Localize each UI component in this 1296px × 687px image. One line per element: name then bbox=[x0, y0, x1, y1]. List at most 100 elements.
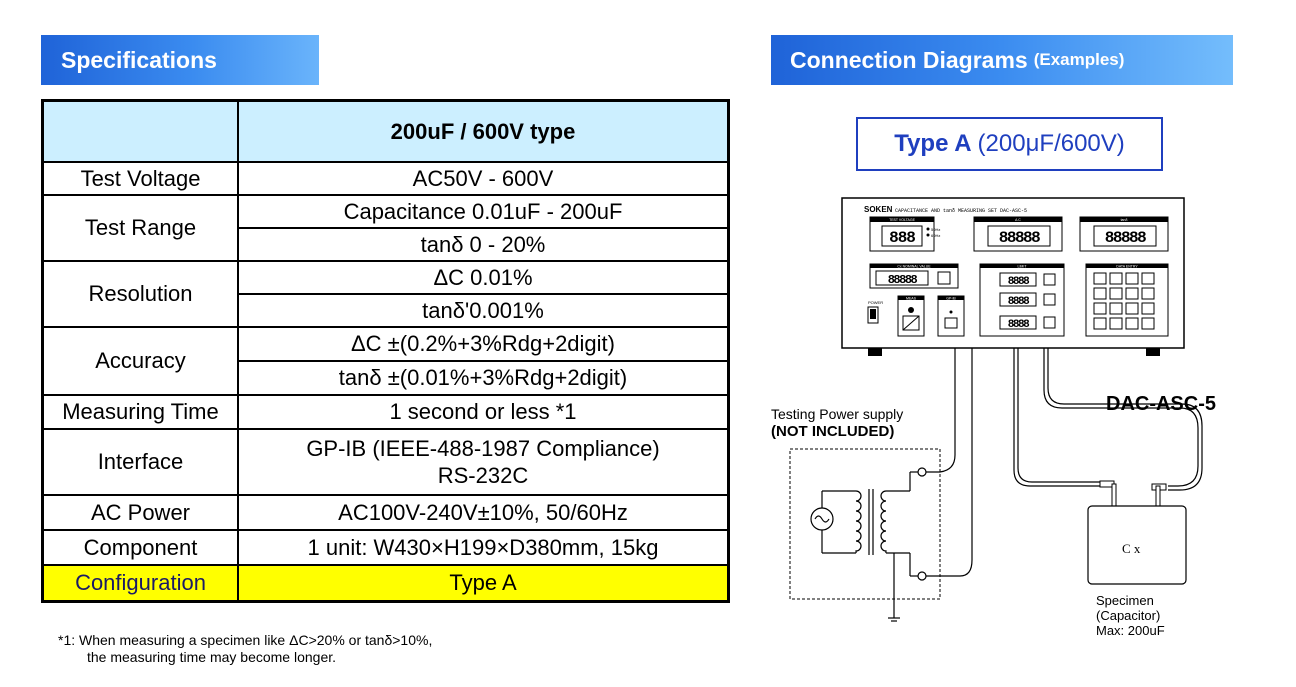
power-label: POWER bbox=[868, 300, 883, 305]
table-row: Component 1 unit: W430×H199×D380mm, 15kg bbox=[41, 529, 730, 566]
interface-rs232c: RS-232C bbox=[437, 463, 529, 488]
specimen-line-3: Max: 200uF bbox=[1096, 623, 1165, 638]
power-switch[interactable] bbox=[867, 306, 879, 324]
power-supply-line-2: (NOT INCLUDED) bbox=[771, 423, 895, 440]
ac-source-symbol bbox=[810, 490, 856, 554]
footnote: *1: When measuring a specimen like ΔC>20… bbox=[58, 632, 432, 666]
row-label-ac-power: AC Power bbox=[41, 494, 239, 531]
row-label-accuracy: Accuracy bbox=[41, 326, 239, 396]
svg-text:88888: 88888 bbox=[1105, 229, 1146, 247]
table-row: Test Range Capacitance 0.01uF - 200uF bbox=[41, 194, 730, 262]
row-value-ac-power: AC100V-240V±10%, 50/60Hz bbox=[237, 494, 730, 531]
specimen-line-2: (Capacitor) bbox=[1096, 608, 1161, 623]
row-label-test-voltage: Test Voltage bbox=[41, 161, 239, 196]
tan-delta-panel-label: tanδ bbox=[1121, 218, 1128, 222]
freq-50-indicator bbox=[926, 227, 930, 231]
alligator-clips bbox=[1099, 480, 1167, 507]
transformer-symbol bbox=[855, 471, 918, 622]
column-header: 200uF / 600V type bbox=[237, 99, 730, 163]
nominal-panel-label: Cx NOMINAL VALUE bbox=[897, 265, 931, 269]
row-label-interface: Interface bbox=[41, 428, 239, 496]
svg-text:88888: 88888 bbox=[888, 273, 918, 287]
data-entry-keypad[interactable] bbox=[1093, 272, 1155, 330]
freq-60-indicator bbox=[926, 233, 930, 237]
connection-title: Connection Diagrams bbox=[790, 46, 1028, 73]
type-a-box: Type A (200μF/600V) bbox=[856, 117, 1163, 171]
svg-text:8888: 8888 bbox=[1008, 296, 1030, 308]
row-value-resolution-dc: ΔC 0.01% bbox=[237, 260, 730, 295]
type-a-rating: (200μF/600V) bbox=[977, 130, 1125, 157]
cable-model-label: DAC-ASC-5 bbox=[1106, 393, 1216, 415]
specifications-header: Specifications bbox=[41, 35, 319, 85]
table-header-row: 200uF / 600V type bbox=[41, 99, 730, 163]
meas-button[interactable] bbox=[902, 315, 920, 331]
test-voltage-panel-label: TEST VOLTAGE bbox=[889, 218, 916, 222]
freq-60-label: 60Hz bbox=[931, 233, 940, 238]
row-value-component: 1 unit: W430×H199×D380mm, 15kg bbox=[237, 529, 730, 566]
limit-set-button-3[interactable] bbox=[1043, 316, 1056, 329]
table-corner-cell bbox=[41, 99, 239, 163]
row-value-interface: GP-IB (IEEE-488-1987 Compliance) RS-232C bbox=[237, 428, 730, 496]
table-row: Interface GP-IB (IEEE-488-1987 Complianc… bbox=[41, 428, 730, 496]
supply-terminal-low bbox=[917, 571, 927, 581]
table-row: AC Power AC100V-240V±10%, 50/60Hz bbox=[41, 494, 730, 531]
footnote-line-1: *1: When measuring a specimen like ΔC>20… bbox=[58, 632, 433, 648]
row-label-measuring-time: Measuring Time bbox=[41, 394, 239, 430]
measuring-cable bbox=[1013, 348, 1203, 491]
row-value-capacitance-range: Capacitance 0.01uF - 200uF bbox=[237, 194, 730, 229]
row-value-test-voltage: AC50V - 600V bbox=[237, 161, 730, 196]
table-row: tanδ ±(0.01%+3%Rdg+2digit) bbox=[43, 360, 730, 396]
gpib-button[interactable] bbox=[944, 317, 958, 329]
limit-set-button-2[interactable] bbox=[1043, 293, 1056, 306]
freq-50-label: 50Hz bbox=[931, 227, 940, 232]
specifications-table: 200uF / 600V type Test Voltage AC50V - 6… bbox=[41, 99, 730, 603]
meas-label: MEAS bbox=[906, 297, 917, 301]
capacitor-label: C x bbox=[1122, 541, 1141, 556]
footnote-line-2: the measuring time may become longer. bbox=[87, 649, 337, 665]
specifications-title: Specifications bbox=[61, 46, 217, 73]
row-label-configuration: Configuration bbox=[41, 564, 239, 603]
data-entry-panel-label: DATA ENTRY bbox=[1116, 265, 1138, 269]
table-row: Test Voltage AC50V - 600V bbox=[41, 161, 730, 196]
svg-text:8888: 8888 bbox=[1008, 319, 1030, 331]
power-supply-line-1: Testing Power supply bbox=[771, 406, 904, 422]
specimen-line-1: Specimen bbox=[1096, 593, 1154, 608]
type-a-bold: Type A bbox=[894, 130, 972, 157]
interface-gpib: GP-IB (IEEE-488-1987 Compliance) bbox=[306, 435, 660, 461]
svg-text:8888: 8888 bbox=[1008, 276, 1030, 288]
svg-text:888: 888 bbox=[889, 229, 915, 247]
limit-panel-label: LIMIT bbox=[1018, 265, 1028, 269]
table-row: tanδ'0.001% bbox=[43, 293, 730, 328]
row-label-resolution: Resolution bbox=[41, 260, 239, 328]
table-row: Accuracy ΔC ±(0.2%+3%Rdg+2digit) bbox=[41, 326, 730, 396]
table-row: tanδ 0 - 20% bbox=[43, 227, 730, 262]
svg-text:88888: 88888 bbox=[999, 229, 1040, 247]
supply-terminal-high bbox=[917, 467, 927, 477]
row-value-tan-range: tanδ 0 - 20% bbox=[237, 227, 730, 262]
row-value-configuration: Type A bbox=[237, 564, 730, 603]
table-row: Measuring Time 1 second or less *1 bbox=[41, 394, 730, 430]
table-row: Resolution ΔC 0.01% bbox=[41, 260, 730, 328]
power-supply-label: Testing Power supply (NOT INCLUDED) bbox=[771, 406, 903, 440]
row-label-test-range: Test Range bbox=[41, 194, 239, 262]
instrument-model-line: CAPACITANCE AND tanδ MEASURING SET DAC-A… bbox=[895, 208, 1027, 214]
supply-wires bbox=[926, 348, 973, 577]
power-supply-box bbox=[789, 448, 941, 600]
instrument-brand: SOKEN bbox=[864, 205, 893, 214]
row-value-accuracy-dc: ΔC ±(0.2%+3%Rdg+2digit) bbox=[237, 326, 730, 362]
instrument-front-panel: SOKEN CAPACITANCE AND tanδ MEASURING SET… bbox=[841, 197, 1185, 356]
delta-c-panel-label: Δ C bbox=[1015, 218, 1021, 222]
specimen-label: Specimen (Capacitor) Max: 200uF bbox=[1096, 593, 1165, 638]
table-row: Configuration Type A bbox=[41, 564, 730, 603]
connection-diagrams-header: Connection Diagrams (Examples) bbox=[771, 35, 1233, 85]
gpib-label: GP-IB bbox=[946, 297, 956, 301]
row-value-measuring-time: 1 second or less *1 bbox=[237, 394, 730, 430]
connection-title-suffix: (Examples) bbox=[1033, 50, 1125, 69]
row-value-accuracy-tan: tanδ ±(0.01%+3%Rdg+2digit) bbox=[237, 360, 730, 396]
nominal-set-button[interactable] bbox=[937, 271, 951, 285]
capacitor-specimen bbox=[1087, 505, 1187, 585]
row-value-resolution-tan: tanδ'0.001% bbox=[237, 293, 730, 328]
row-label-component: Component bbox=[41, 529, 239, 566]
limit-set-button-1[interactable] bbox=[1043, 273, 1056, 286]
